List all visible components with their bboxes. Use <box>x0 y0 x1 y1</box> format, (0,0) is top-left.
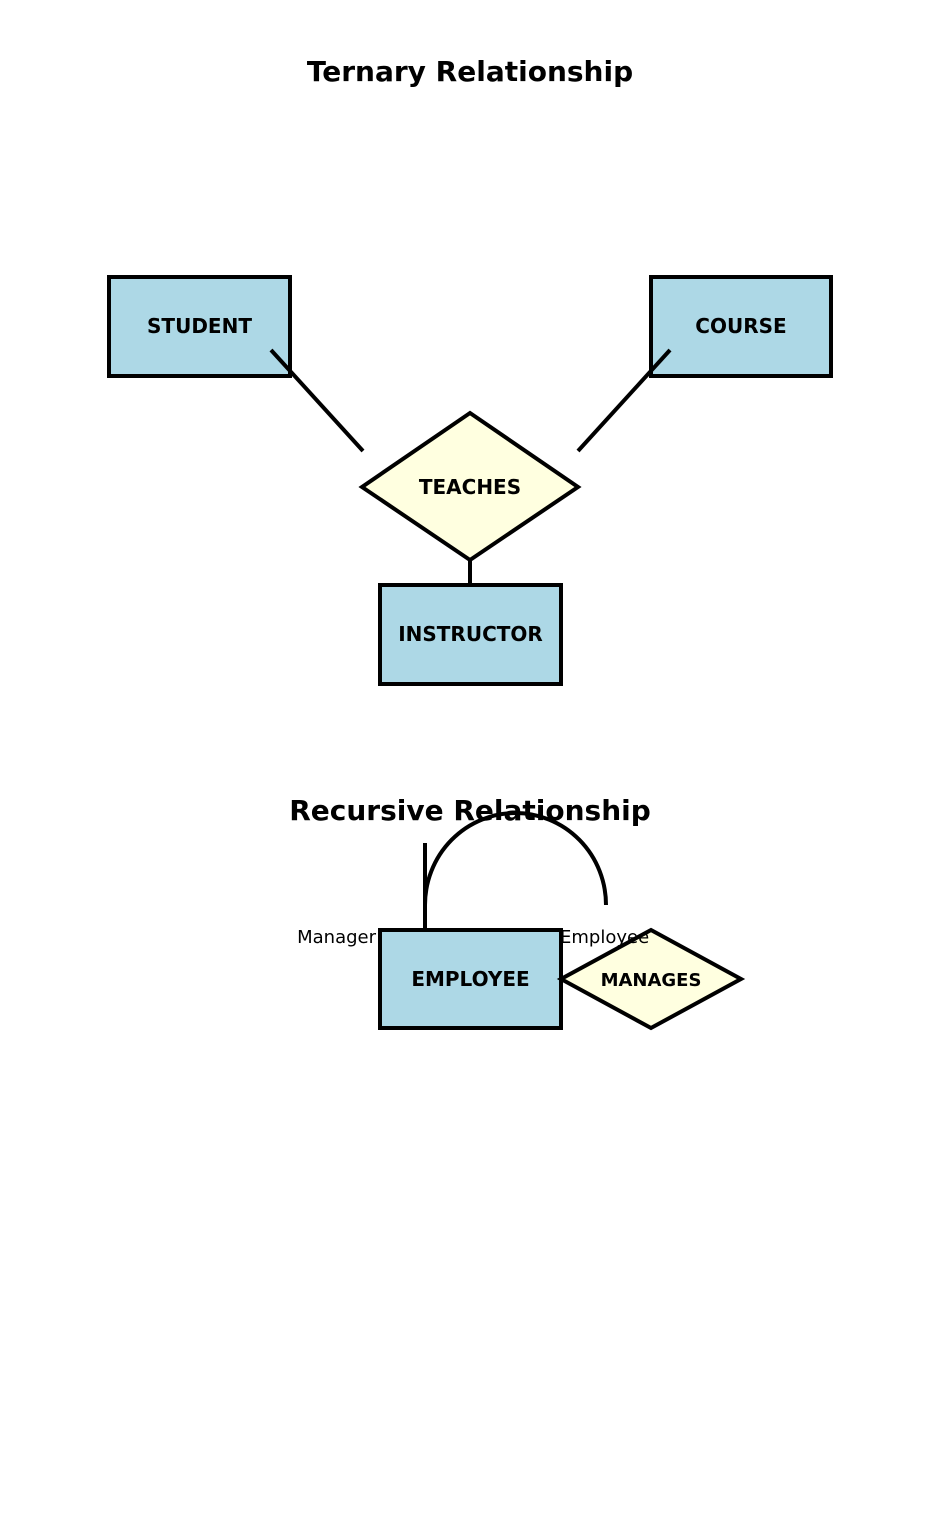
entity-instructor: INSTRUCTOR <box>378 583 563 686</box>
entity-student-box <box>107 275 292 378</box>
relationship-manages-label: MANAGES <box>601 970 702 991</box>
connector-course-teaches <box>576 348 672 453</box>
entity-course-label: COURSE <box>695 314 786 338</box>
recursive-title: Recursive Relationship <box>289 794 651 827</box>
entity-student-label: STUDENT <box>147 314 252 338</box>
entity-employee: EMPLOYEE <box>378 928 563 1030</box>
connector-student-teaches <box>269 348 365 453</box>
entity-course: COURSE <box>649 275 833 378</box>
relationship-manages: MANAGES <box>556 927 746 1031</box>
entity-student: STUDENT <box>107 275 292 378</box>
entity-instructor-box <box>378 583 563 686</box>
ternary-title: Ternary Relationship <box>307 55 633 88</box>
connector-recursive-arc <box>423 811 608 906</box>
entity-instructor-label: INSTRUCTOR <box>398 622 543 646</box>
entity-employee-label: EMPLOYEE <box>411 967 529 991</box>
relationship-teaches-label: TEACHES <box>419 475 521 499</box>
role-label-manager: Manager <box>297 927 376 948</box>
relationship-manages-diamond <box>556 927 746 1031</box>
role-label-employee: Employee <box>560 927 649 948</box>
relationship-teaches: TEACHES <box>358 410 582 563</box>
entity-course-box <box>649 275 833 378</box>
